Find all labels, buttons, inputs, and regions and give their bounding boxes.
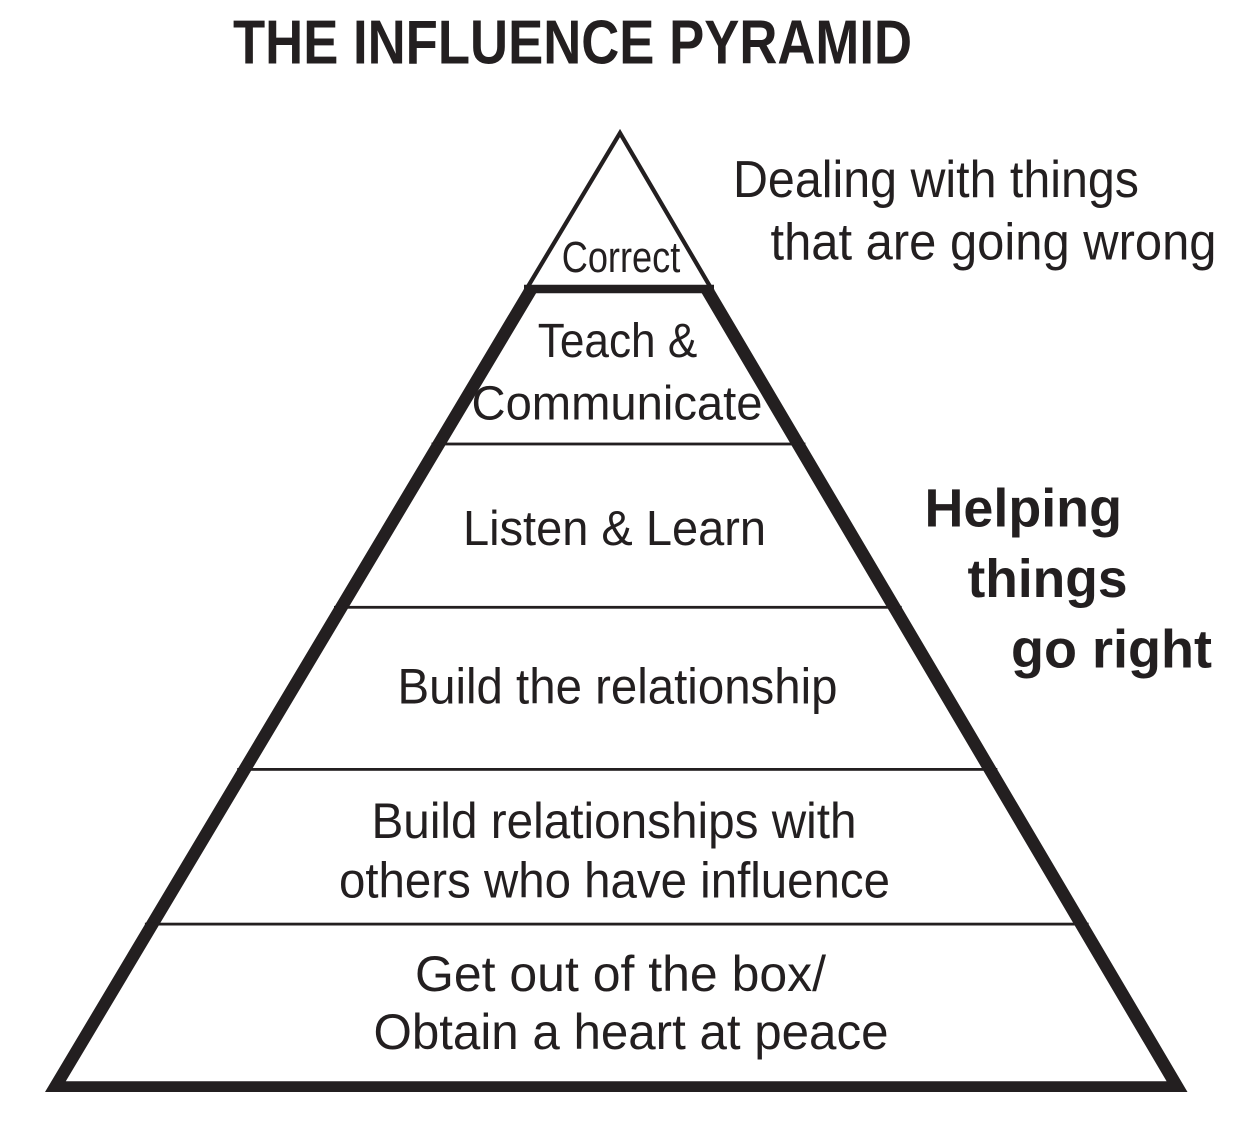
svg-text:Correct: Correct [562, 234, 681, 282]
svg-text:Build the relationship: Build the relationship [398, 659, 838, 715]
svg-text:Obtain a heart at peace: Obtain a heart at peace [374, 1003, 889, 1060]
svg-text:Communicate: Communicate [472, 376, 763, 430]
svg-text:Listen & Learn: Listen & Learn [463, 502, 766, 556]
svg-text:Helping: Helping [925, 478, 1123, 538]
svg-text:Dealing with things: Dealing with things [733, 150, 1139, 208]
svg-text:Build relationships with: Build relationships with [372, 793, 857, 849]
svg-text:Get out of the box/: Get out of the box/ [415, 945, 826, 1002]
svg-text:others who have influence: others who have influence [339, 853, 890, 909]
svg-text:THE INFLUENCE PYRAMID: THE INFLUENCE PYRAMID [233, 8, 912, 78]
svg-text:that are going wrong: that are going wrong [771, 212, 1217, 270]
svg-text:Teach &: Teach & [538, 314, 698, 368]
svg-text:things: things [968, 549, 1128, 609]
svg-text:go right: go right [1011, 620, 1212, 680]
